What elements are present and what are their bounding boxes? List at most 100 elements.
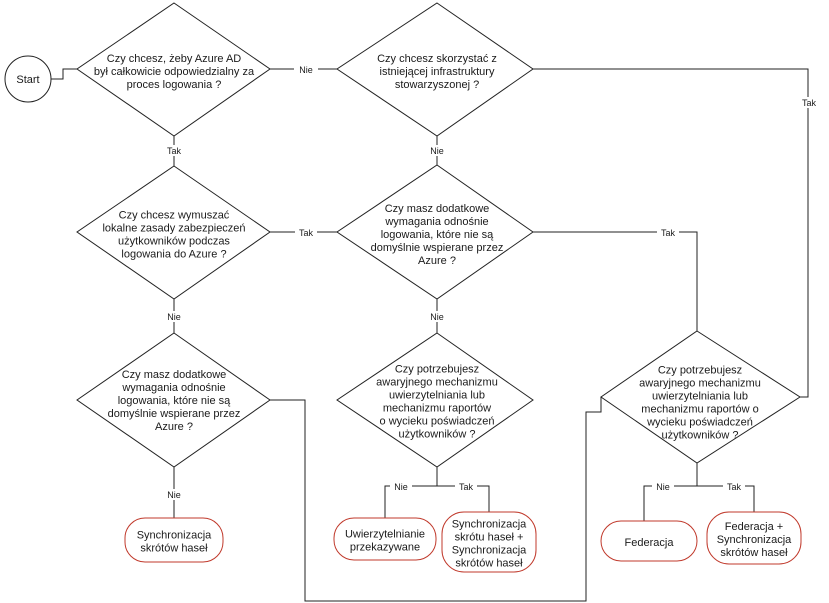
node-text-line: skrótów haseł xyxy=(140,543,208,555)
edge-label-d6-no-text: Nie xyxy=(394,482,408,492)
node-text-line: Czy chcesz wymuszać xyxy=(119,210,230,222)
result-r5 xyxy=(706,511,802,565)
edge-label-d7-yes-text: Tak xyxy=(727,482,742,492)
node-text-line: Synchronizacja xyxy=(137,530,212,542)
edge-label-d4-no-text: Nie xyxy=(430,312,444,322)
start-label: Start xyxy=(16,74,39,86)
node-text-line: Czy chcesz, żeby Azure AD xyxy=(107,53,242,65)
node-text-line: Synchronizacja xyxy=(717,534,792,546)
start-node xyxy=(4,55,52,103)
edge-label-d1-yes-text: Tak xyxy=(167,146,182,156)
result-r1 xyxy=(124,517,224,563)
node-text-line: o wycieku poświadczeń xyxy=(380,416,495,428)
edge-label-d4-yes: Tak xyxy=(657,227,679,238)
node-text-line: użytkowników ? xyxy=(398,429,475,441)
edge-d5-yes xyxy=(270,397,602,602)
node-text-line: Federacja + xyxy=(725,521,783,533)
result-r4-text: Federacja xyxy=(625,537,675,549)
node-text-line: stowarzyszonej ? xyxy=(395,79,479,91)
node-text-line: użytkowników ? xyxy=(661,430,738,442)
node-text-line: awaryjnego mechanizmu xyxy=(639,378,761,390)
node-text-line: wymagania odnośnie xyxy=(384,216,488,228)
edge-labels: Nie Tak Nie Tak Tak Nie Tak Nie Nie Nie … xyxy=(163,64,820,500)
decision-d3 xyxy=(76,165,271,300)
node-text-line: awaryjnego mechanizmu xyxy=(376,377,498,389)
edge-label-d4-yes-text: Tak xyxy=(661,228,676,238)
edge-label-d5-no: Nie xyxy=(163,489,185,500)
node-text-line: skrótów haseł xyxy=(720,547,788,559)
node-text-line: Czy chcesz skorzystać z xyxy=(377,53,497,65)
edge-d2-yes xyxy=(533,68,809,398)
node-text-line: Azure ? xyxy=(155,421,193,433)
decision-d4 xyxy=(336,164,534,300)
result-r3 xyxy=(441,511,537,573)
node-text-line: istniejącej infrastruktury xyxy=(380,66,495,78)
edge-d4-yes xyxy=(533,231,698,331)
node-text-line: uwierzytelniania lub xyxy=(652,391,748,403)
edge-label-d7-no: Nie xyxy=(652,481,674,492)
edge-label-d7-no-text: Nie xyxy=(656,482,670,492)
node-text-line: wycieku poświadczeń xyxy=(646,417,753,429)
node-text-line: wymagania odnośnie xyxy=(121,382,225,394)
result-r2 xyxy=(333,517,437,561)
node-text-line: domyślnie wspierane przez xyxy=(108,408,241,420)
node-text-line: proces logowania ? xyxy=(127,79,222,91)
node-text-line: logowania do Azure ? xyxy=(121,249,226,261)
node-text-line: logowania, które nie są xyxy=(381,229,494,241)
node-text-line: Czy masz dodatkowe xyxy=(122,369,227,381)
node-text-line: uwierzytelniania lub xyxy=(389,390,485,402)
edge-label-d1-no-text: Nie xyxy=(299,65,313,75)
decision-d7 xyxy=(600,330,801,464)
edge-d6-branch xyxy=(384,467,490,518)
edge-label-d3-no-text: Nie xyxy=(167,312,181,322)
edge-label-d2-no: Nie xyxy=(426,145,448,156)
edge-label-d1-yes: Tak xyxy=(163,145,185,156)
edge-label-d3-no: Nie xyxy=(163,311,185,322)
node-text-line: lokalne zasady zabezpieczeń xyxy=(102,223,245,235)
node-text-line: Synchronizacja xyxy=(452,519,527,531)
node-text-line: skrótu haseł + xyxy=(455,532,524,544)
node-text-line: skrótów haseł xyxy=(455,558,523,570)
edge-label-d2-yes: Tak xyxy=(798,97,820,108)
node-text-line: był całkowicie odpowiedzialny za xyxy=(94,66,255,78)
edge-label-d6-no: Nie xyxy=(390,481,412,492)
nodes xyxy=(4,2,802,573)
node-text-line: mechanizmu raportów o xyxy=(641,404,758,416)
edge-label-d2-yes-text: Tak xyxy=(802,98,817,108)
node-text-line: Czy potrzebujesz xyxy=(395,364,479,376)
decision-d5 xyxy=(76,332,271,468)
node-text-line: Federacja xyxy=(625,537,675,549)
node-text-line: mechanizmu raportów xyxy=(383,403,491,415)
edge-label-d4-no: Nie xyxy=(426,311,448,322)
node-text-line: przekazywane xyxy=(350,542,420,554)
node-text-line: Uwierzytelnianie xyxy=(345,529,425,541)
decision-d2 xyxy=(336,2,534,137)
edge-label-d1-no: Nie xyxy=(294,64,318,75)
node-text-line: logowania, które nie są xyxy=(118,395,231,407)
edge-label-d6-yes-text: Tak xyxy=(459,482,474,492)
edge-label-d6-yes: Tak xyxy=(455,481,477,492)
node-text-line: Synchronizacja xyxy=(452,545,527,557)
node-text-line: Czy masz dodatkowe xyxy=(385,203,490,215)
edge-label-d5-no-text: Nie xyxy=(167,490,181,500)
edge-label-d7-yes: Tak xyxy=(723,481,745,492)
node-text-line: Czy potrzebujesz xyxy=(658,365,742,377)
decision-d1 xyxy=(76,2,271,137)
edge-label-d3-yes: Tak xyxy=(295,227,317,238)
node-text-line: Azure ? xyxy=(418,255,456,267)
edge-label-d3-yes-text: Tak xyxy=(299,228,314,238)
node-text-line: użytkowników podczas xyxy=(118,236,230,248)
